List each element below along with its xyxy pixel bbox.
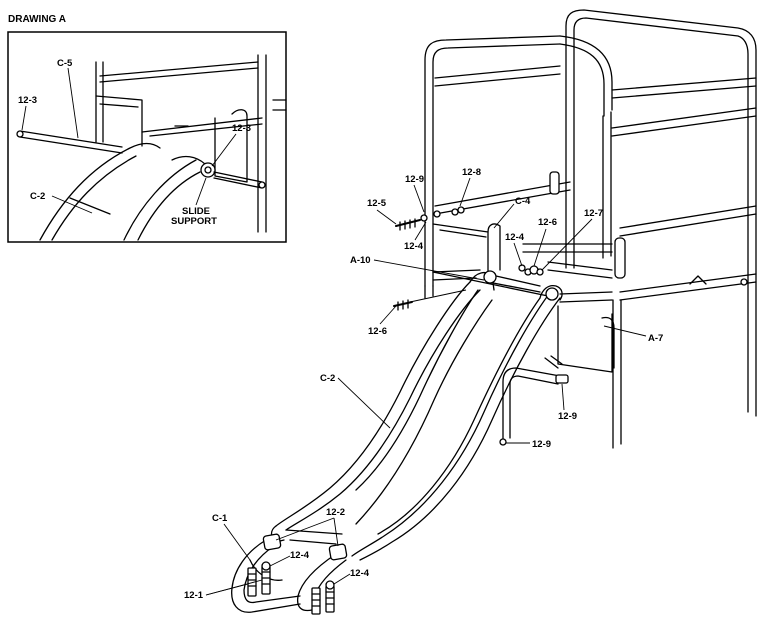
inset-slide-curve [39, 142, 206, 241]
callout-labels: 12-9 12-8 12-5 C-4 12-4 12-6 12-7 12-4 A… [184, 167, 663, 601]
label-12-4-br: 12-4 [350, 568, 370, 579]
rear-bracket [499, 355, 569, 446]
label-c1: C-1 [212, 513, 228, 524]
inset-label-c5: C-5 [57, 58, 73, 69]
label-12-2: 12-2 [326, 507, 345, 518]
label-12-9-low: 12-9 [532, 439, 551, 450]
label-12-7: 12-7 [584, 208, 603, 219]
slide-c2 [270, 270, 563, 561]
label-12-5: 12-5 [367, 198, 387, 209]
label-12-4-upper: 12-4 [404, 241, 424, 252]
inset-slide-support [200, 162, 266, 189]
label-12-9-mid: 12-9 [558, 411, 577, 422]
label-12-6-lower: 12-6 [368, 326, 387, 337]
bottom-bolts [247, 561, 335, 615]
inset-crossbar-c5 [16, 117, 263, 154]
inset-side-panel [95, 95, 248, 183]
label-12-9-top: 12-9 [405, 174, 424, 185]
label-a7: A-7 [648, 333, 663, 344]
label-12-1: 12-1 [184, 590, 204, 601]
label-12-4-mid: 12-4 [505, 232, 525, 243]
tower-frame [424, 9, 757, 449]
inset-title: DRAWING A [8, 14, 66, 25]
top-hardware [393, 206, 544, 311]
label-c2: C-2 [320, 373, 335, 384]
label-12-4-bl: 12-4 [290, 550, 310, 561]
label-12-6-upper: 12-6 [538, 217, 557, 228]
side-panel-c4 [432, 223, 501, 281]
label-c4: C-4 [515, 196, 531, 207]
inset-label-c2: C-2 [30, 191, 45, 202]
inset-tower-poles [95, 54, 287, 233]
inset-label-slide: SLIDE [182, 206, 210, 217]
inset-label-12-3-left: 12-3 [18, 95, 37, 106]
label-a10: A-10 [350, 255, 371, 266]
inset-label-support: SUPPORT [171, 216, 217, 227]
support-bar-a10 [432, 271, 549, 297]
label-12-8: 12-8 [462, 167, 481, 178]
drawing-a-inset: DRAWING A [7, 14, 287, 243]
inset-label-12-3-right: 12-3 [232, 123, 251, 134]
side-panel-a7 [557, 305, 615, 373]
